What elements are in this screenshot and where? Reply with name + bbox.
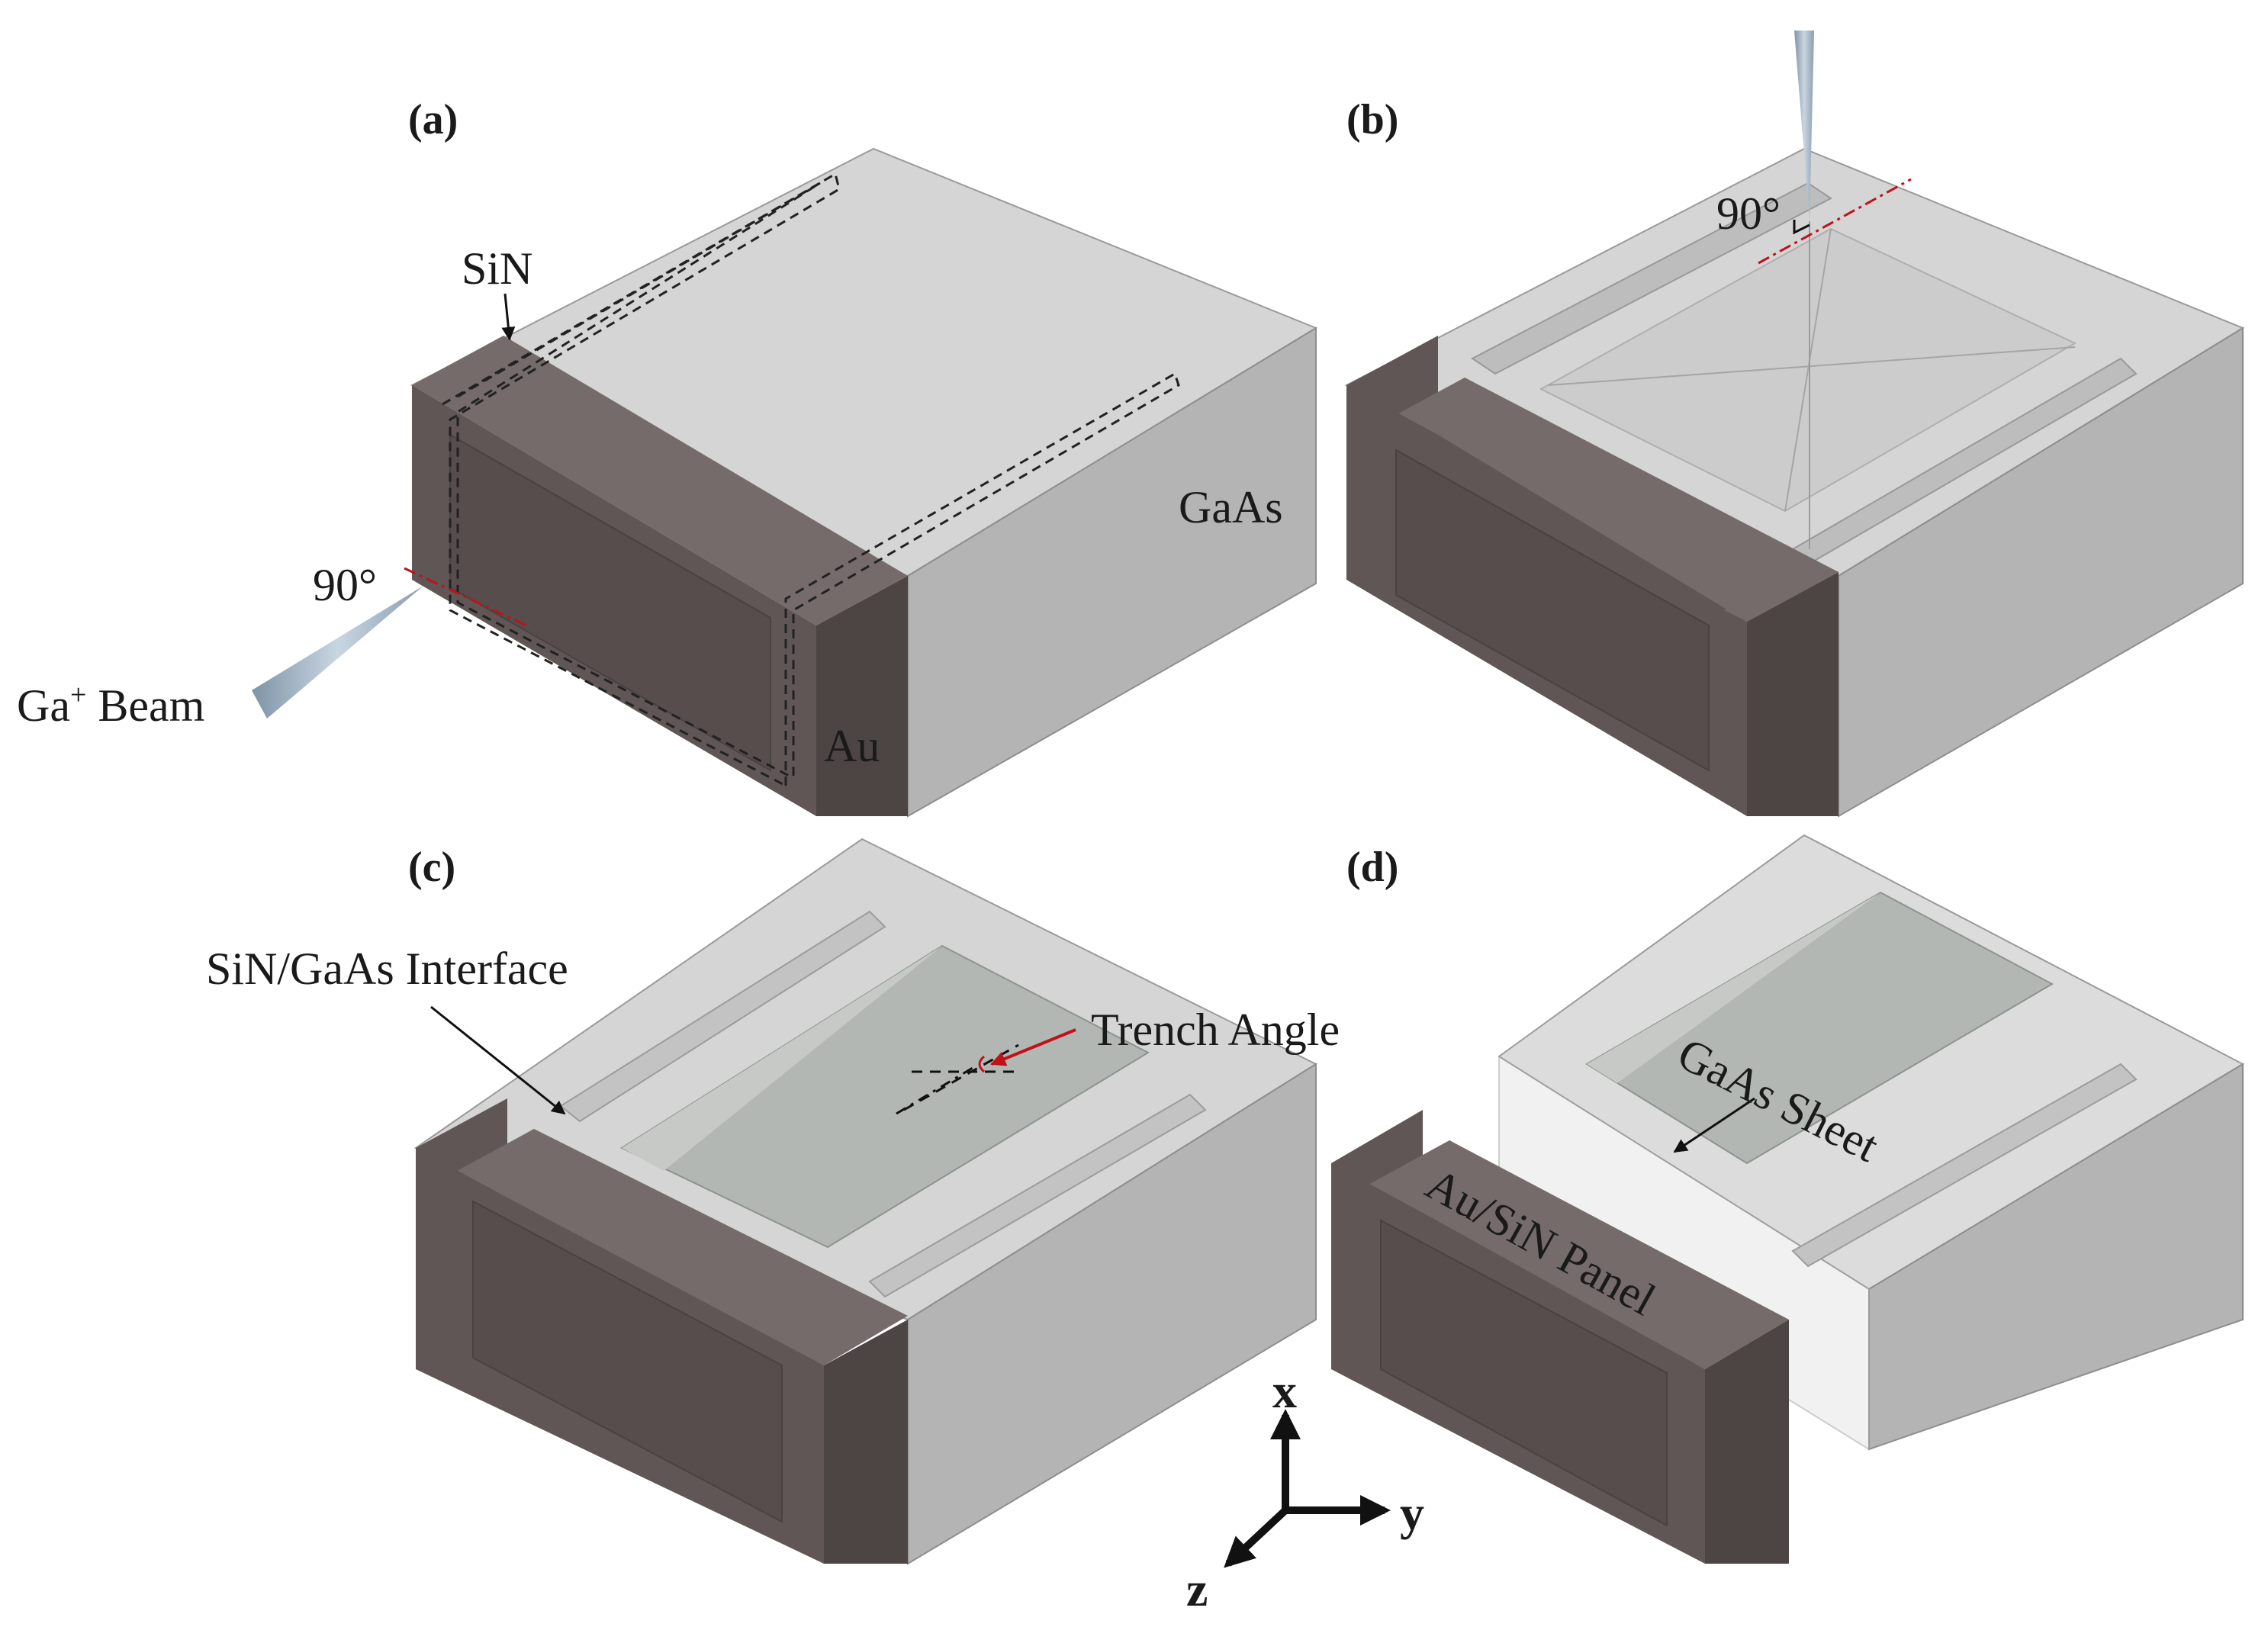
- au-right-cap-top-b: [1724, 561, 1839, 622]
- trench-back-c: [559, 910, 886, 1123]
- panel-c: (c) SiN/GaAs Interface Trench Angle: [206, 838, 1340, 1565]
- ga-beam-cone-b: [1794, 31, 1814, 221]
- au-top-strip-c: [450, 1129, 908, 1365]
- panel-b: (b) 90°: [1344, 31, 2245, 818]
- axis-z-label: z: [1186, 1562, 1208, 1616]
- trench-angle-label: Trench Angle: [1091, 1005, 1340, 1055]
- angle-label-b: 90°: [1716, 188, 1781, 239]
- au-inner-block-c: [472, 1200, 783, 1523]
- gaas-label: GaAs: [1179, 482, 1283, 532]
- trench-back: [1471, 182, 1832, 375]
- trench-right-d: [1791, 1063, 2138, 1268]
- au-right-cap-b: [1747, 572, 1839, 816]
- sheet-pointer-arrow: [1673, 1097, 1755, 1153]
- panel-label-c: (c): [408, 844, 455, 891]
- au-inner-block-d: [1380, 1219, 1668, 1527]
- interface-pointer-arrow: [430, 1005, 566, 1115]
- angle-guide-line: [404, 567, 527, 627]
- ga-beam-label: Ga+ Beam: [17, 679, 204, 731]
- au-top-strip-b: [1373, 378, 1839, 622]
- angle-guide-line-b: [1758, 178, 1912, 265]
- angle-marker-b: [1793, 220, 1810, 235]
- axis-x-label: x: [1272, 1364, 1297, 1418]
- milling-dashes: [442, 172, 1180, 787]
- ga-beam-cone: [252, 586, 423, 719]
- sheet-diagonal-b: [1548, 346, 2076, 386]
- axis-y-label: y: [1400, 1486, 1424, 1540]
- trench-angle-arc: [978, 1055, 986, 1073]
- trench-angle-guides: [896, 1043, 1019, 1115]
- interface-label: SiN/GaAs Interface: [206, 944, 568, 994]
- panel-label-b: (b): [1346, 96, 1398, 143]
- sheet-diagonal-b2: [1784, 228, 1832, 512]
- au-top-strip-d: [1366, 1140, 1789, 1369]
- sin-label: SiN: [462, 243, 532, 294]
- panel-a: (a) SiN GaAs 90° Ga+ Beam Au: [17, 96, 1318, 818]
- panel-label-d: (d): [1346, 844, 1398, 891]
- au-side-face: [816, 576, 908, 816]
- trench-right-c: [868, 1093, 1207, 1298]
- sheet-shadow-d: [1587, 892, 1880, 1083]
- sin-pointer-arrow: [501, 293, 516, 341]
- au-label: Au: [824, 721, 880, 771]
- panel-label-a: (a): [408, 96, 458, 143]
- angle-label-a: 90°: [313, 560, 377, 610]
- au-inner-block-b: [1395, 449, 1710, 772]
- au-right-cap-c: [824, 1320, 908, 1564]
- au-right-cap-d: [1705, 1320, 1789, 1564]
- panel-d: (d) GaAs Sheet Au/SiN Panel: [1331, 834, 2245, 1564]
- au-top-strip: [412, 336, 908, 625]
- coordinate-axes: [1224, 1409, 1391, 1568]
- axis-z-arrow: [1224, 1507, 1288, 1568]
- sheet-shadow-c: [622, 946, 942, 1171]
- trench-angle-arrow: [990, 1028, 1076, 1066]
